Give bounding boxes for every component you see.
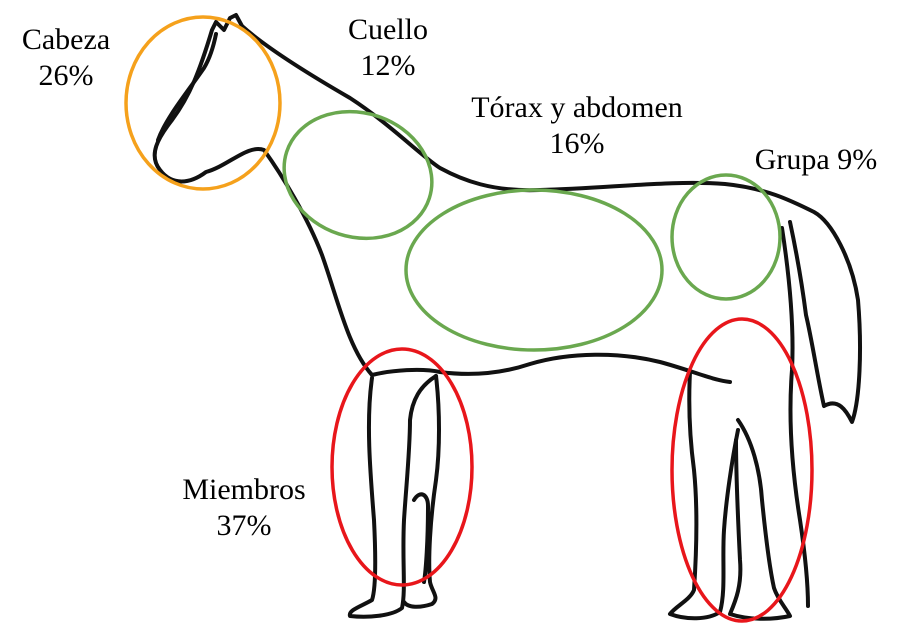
thorax-abdomen-label-name: Tórax y abdomen [445, 90, 709, 126]
thorax-abdomen-label-percent: 16% [445, 126, 709, 162]
horse-hind-leg-inner [730, 228, 808, 619]
croup-label: Grupa 9% [738, 142, 894, 178]
head-label-percent: 26% [2, 58, 130, 94]
head-region-ellipse [126, 17, 280, 189]
head-label: Cabeza 26% [2, 22, 130, 94]
croup-label-percent: 9% [837, 143, 877, 176]
limbs-label: Miembros 37% [164, 472, 324, 544]
neck-label-name: Cuello [328, 12, 448, 48]
neck-label: Cuello 12% [328, 12, 448, 84]
head-label-name: Cabeza [2, 22, 130, 58]
horse-back-outline [155, 15, 860, 422]
horse-hind-leg-outer [670, 372, 738, 618]
limbs-label-name: Miembros [164, 472, 324, 508]
thorax-abdomen-region-ellipse [406, 190, 662, 350]
horse-belly-outline [372, 355, 730, 382]
limbs-label-percent: 37% [164, 508, 324, 544]
thorax-abdomen-label: Tórax y abdomen 16% [445, 90, 709, 162]
croup-region-ellipse [672, 175, 780, 299]
neck-label-percent: 12% [328, 48, 448, 84]
croup-label-name: Grupa [755, 143, 830, 176]
